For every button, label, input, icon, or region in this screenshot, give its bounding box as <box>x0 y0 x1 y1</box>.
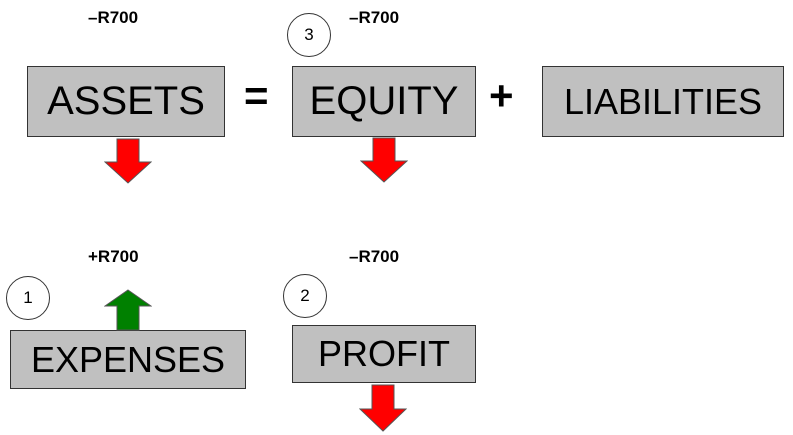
step-3-circle: 3 <box>287 13 331 57</box>
assets-box-label: ASSETS <box>47 79 205 123</box>
liabilities-box: LIABILITIES <box>542 66 784 137</box>
assets-change-label: –R700 <box>88 8 139 27</box>
assets-box: ASSETS <box>27 66 225 137</box>
equity-change-label: –R700 <box>349 8 400 27</box>
expenses-box: EXPENSES <box>10 330 246 389</box>
profit-change-label: –R700 <box>349 247 400 266</box>
assets-arrow-down-icon <box>104 138 152 184</box>
profit-arrow-down-icon <box>359 384 407 432</box>
liabilities-box-label: LIABILITIES <box>563 80 763 122</box>
expenses-box-label: EXPENSES <box>30 338 226 380</box>
profit-box-label: PROFIT <box>318 333 450 374</box>
expenses-change-label: +R700 <box>88 247 139 266</box>
equity-box-label: EQUITY <box>309 79 459 123</box>
step-2-circle: 2 <box>283 274 327 318</box>
step-1-circle: 1 <box>6 276 50 320</box>
profit-box: PROFIT <box>292 325 476 383</box>
equity-arrow-down-icon <box>360 137 408 183</box>
equals-sign: = <box>244 72 269 119</box>
expenses-arrow-up-icon <box>104 289 152 331</box>
equity-box: EQUITY <box>292 66 476 137</box>
plus-sign: + <box>489 72 514 119</box>
